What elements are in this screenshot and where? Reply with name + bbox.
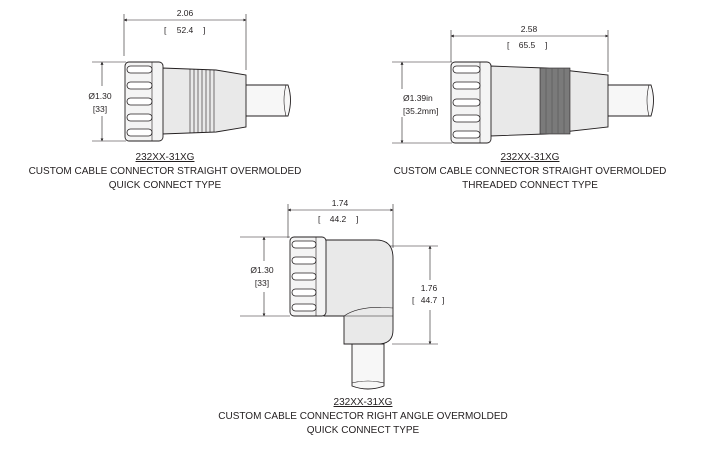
thread-lines xyxy=(545,68,565,134)
diameter-dimension: Ø1.30 [33] xyxy=(240,236,290,317)
diameter-inch-label: Ø1.30 xyxy=(88,91,111,101)
svg-text:[: [ xyxy=(412,295,415,305)
length-dimension: 2.58 [ 65.5 ] xyxy=(450,24,609,72)
caption-line-1: CUSTOM CABLE CONNECTOR RIGHT ANGLE OVERM… xyxy=(218,411,508,422)
svg-text:]: ] xyxy=(545,40,547,50)
cable xyxy=(243,84,291,117)
svg-text:[: [ xyxy=(164,25,167,35)
threaded-band xyxy=(539,67,571,135)
svg-text:[: [ xyxy=(507,40,510,50)
length-mm-label: 52.4 xyxy=(177,25,194,35)
grip-ribs xyxy=(189,69,215,133)
length-mm-label: 44.2 xyxy=(330,214,347,224)
svg-text:[: [ xyxy=(318,214,321,224)
diameter-mm-label: [33] xyxy=(93,104,107,114)
height-mm-label: 44.7 xyxy=(421,295,438,305)
caption-line-2: THREADED CONNECT TYPE xyxy=(462,180,598,191)
part-number: 232XX-31XG xyxy=(501,152,560,163)
length-dimension: 1.74 [ 44.2 ] xyxy=(287,198,394,248)
nut-grip-slots xyxy=(291,240,317,312)
cable xyxy=(351,343,385,390)
overmold-body xyxy=(323,239,394,345)
diameter-inch-label: Ø1.30 xyxy=(250,265,273,275)
length-inch-label: 2.06 xyxy=(177,8,194,18)
nut-grip-slots xyxy=(126,65,153,137)
nut-grip-slots xyxy=(452,65,481,139)
height-dimension: 1.76 [ 44.7 ] xyxy=(390,245,444,345)
length-inch-label: 1.74 xyxy=(332,198,349,208)
svg-text:]: ] xyxy=(356,214,358,224)
diameter-dimension: Ø1.30 [33] xyxy=(88,61,126,142)
drawing-right-angle-quick-connect: 1.74 [ 44.2 ] Ø1.30 [33] 1.76 [ 44.7 ] xyxy=(218,198,508,436)
length-inch-label: 2.58 xyxy=(521,24,538,34)
part-number: 232XX-31XG xyxy=(136,152,195,163)
diameter-mm-label: [35.2mm] xyxy=(403,106,438,116)
caption-line-2: QUICK CONNECT TYPE xyxy=(109,180,222,191)
diameter-dimension: Ø1.39in [35.2mm] xyxy=(392,61,452,144)
diameter-mm-label: [33] xyxy=(255,278,269,288)
caption-line-2: QUICK CONNECT TYPE xyxy=(307,425,420,436)
drawing-straight-threaded: 2.58 [ 65.5 ] Ø1.39in [35.2mm] xyxy=(392,24,666,191)
diameter-inch-label: Ø1.39in xyxy=(403,93,433,103)
part-number: 232XX-31XG xyxy=(334,397,393,408)
overmold-body xyxy=(161,67,247,135)
caption-line-1: CUSTOM CABLE CONNECTOR STRAIGHT OVERMOLD… xyxy=(29,166,302,177)
drawing-straight-quick-connect: 2.06 [ 52.4 ] Ø1.30 [33] xyxy=(29,8,302,191)
length-dimension: 2.06 [ 52.4 ] xyxy=(123,8,247,70)
svg-text:]: ] xyxy=(203,25,205,35)
height-inch-label: 1.76 xyxy=(421,283,438,293)
caption-line-1: CUSTOM CABLE CONNECTOR STRAIGHT OVERMOLD… xyxy=(394,166,667,177)
svg-text:]: ] xyxy=(442,295,444,305)
length-mm-label: 65.5 xyxy=(519,40,536,50)
cable xyxy=(605,84,654,117)
